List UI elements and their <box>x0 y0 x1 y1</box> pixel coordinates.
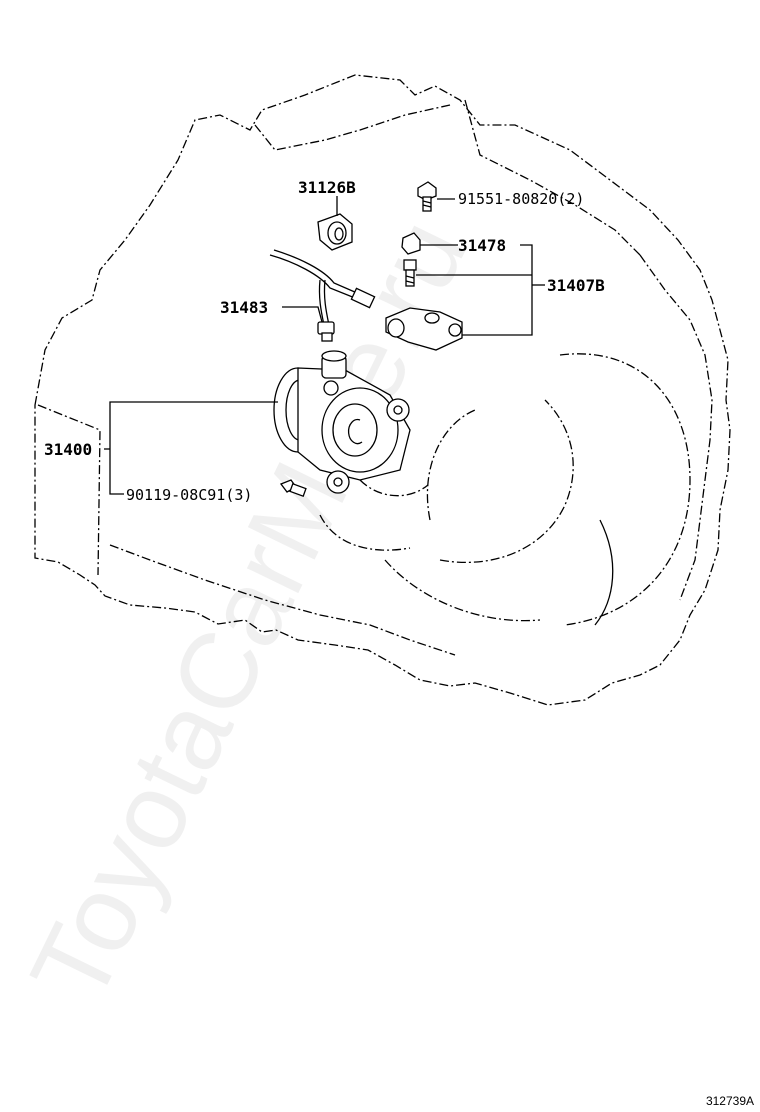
transmission-housing <box>34 74 731 706</box>
callout-31407B: 31407B <box>547 276 605 295</box>
bolt-91551 <box>417 181 437 212</box>
callout-91551: 91551-80820(2) <box>458 190 584 208</box>
leader-lines <box>104 196 545 495</box>
figure-id: 312739A <box>705 1094 754 1108</box>
release-cylinder <box>273 350 411 494</box>
tube-31483 <box>269 249 376 342</box>
union-31407B <box>385 307 463 351</box>
bleeder-screw <box>403 259 417 287</box>
callout-31126B: 31126B <box>298 178 356 197</box>
plug-31126B <box>317 213 353 251</box>
callout-31478: 31478 <box>458 236 506 255</box>
callout-labels: 31126B 91551-80820(2) 31478 31407B 31483… <box>44 178 605 504</box>
callout-31483: 31483 <box>220 298 268 317</box>
callout-90119: 90119-08C91(3) <box>126 486 252 504</box>
bolt-90119 <box>279 479 307 497</box>
callout-31400: 31400 <box>44 440 92 459</box>
cap-31478 <box>401 232 421 255</box>
